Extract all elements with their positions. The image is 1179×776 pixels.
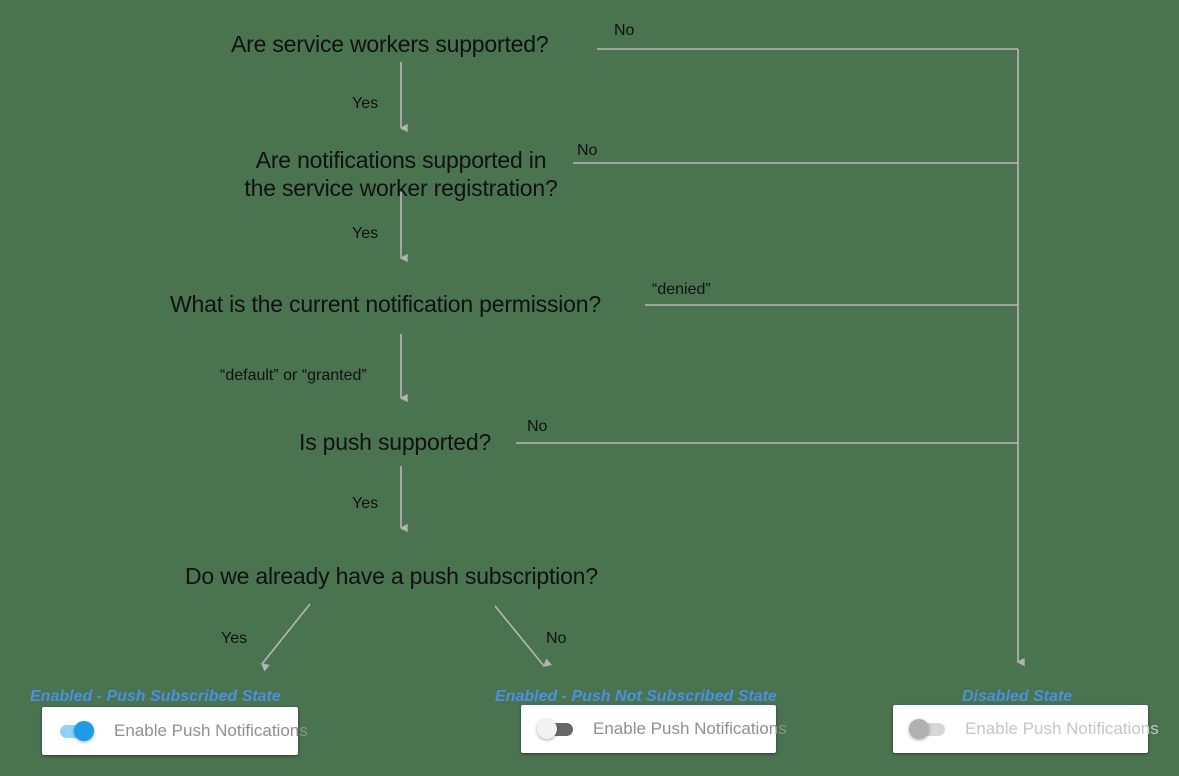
toggle-label-enabled-push-not-subscribed: Enable Push Notifications bbox=[593, 719, 787, 738]
edge-label-subscription-no: No bbox=[546, 630, 567, 647]
toggle-knob bbox=[537, 719, 557, 739]
edge-label-service-workers-no: No bbox=[614, 22, 635, 39]
edge-label-push-yes: Yes bbox=[352, 495, 379, 512]
toggle-knob bbox=[909, 719, 929, 739]
state-label-enabled-push-not-subscribed: Enabled - Push Not Subscribed State bbox=[495, 688, 777, 705]
edge-label-permission-default-granted: “default” or “granted” bbox=[220, 367, 367, 384]
question-service-workers: Are service workers supported? bbox=[231, 31, 549, 57]
toggle-enable-push-notifications-off[interactable] bbox=[537, 719, 575, 739]
edge-label-push-no: No bbox=[527, 418, 548, 435]
question-existing-subscription: Do we already have a push subscription? bbox=[185, 563, 598, 589]
toggle-enable-push-notifications-disabled bbox=[909, 719, 947, 739]
toggle-label-disabled: Enable Push Notifications bbox=[965, 719, 1159, 738]
edge-label-permission-denied: “denied” bbox=[652, 281, 711, 298]
state-label-disabled: Disabled State bbox=[962, 688, 1073, 705]
toggle-enable-push-notifications-on[interactable] bbox=[58, 721, 96, 741]
state-label-enabled-push-subscribed: Enabled - Push Subscribed State bbox=[30, 688, 281, 705]
edge-label-notifications-no: No bbox=[577, 142, 598, 159]
edge-label-subscription-yes: Yes bbox=[221, 630, 248, 647]
edge-subscription-yes bbox=[260, 603, 311, 672]
question-notification-permission: What is the current notification permiss… bbox=[170, 291, 601, 317]
outcome-card-disabled: Enable Push Notifications bbox=[893, 705, 1159, 753]
edge-label-service-workers-yes: Yes bbox=[352, 95, 379, 112]
question-notifications-in-service-worker: Are notifications supported in the servi… bbox=[244, 147, 558, 201]
edge-subscription-no bbox=[494, 605, 553, 668]
toggle-label-enabled-push-subscribed: Enable Push Notifications bbox=[114, 721, 308, 740]
edge-label-notifications-yes: Yes bbox=[352, 225, 379, 242]
outcome-card-enabled-push-subscribed: Enable Push Notifications bbox=[42, 707, 308, 755]
question-push-supported: Is push supported? bbox=[299, 429, 492, 455]
toggle-knob bbox=[74, 721, 94, 741]
outcome-card-enabled-push-not-subscribed: Enable Push Notifications bbox=[521, 705, 787, 753]
